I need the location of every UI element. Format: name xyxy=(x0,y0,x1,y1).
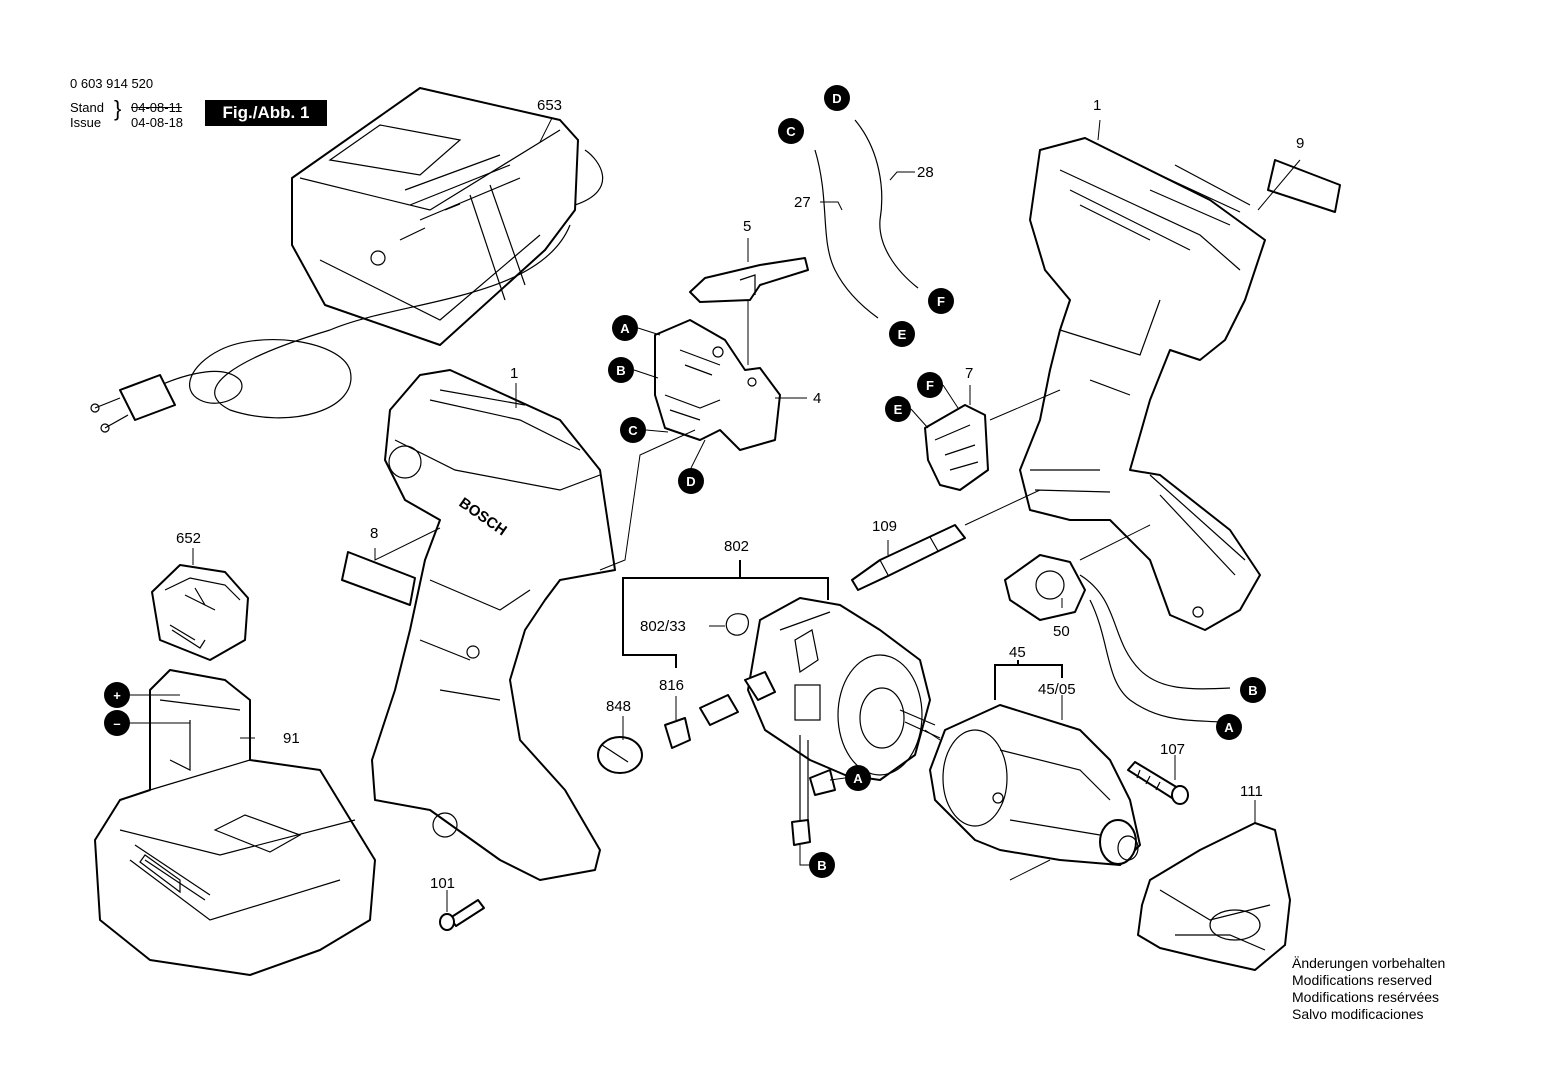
svg-text:E: E xyxy=(894,402,903,417)
part-number: 45/05 xyxy=(1038,681,1076,698)
marker-a-right: A xyxy=(1216,714,1242,740)
part-number: 816 xyxy=(659,677,684,694)
label-9 xyxy=(1267,159,1341,213)
marker-e-top: E xyxy=(889,321,915,347)
part-number: 8 xyxy=(370,525,378,542)
part-number: 4 xyxy=(813,390,821,407)
issue-date: 04-08-18 xyxy=(131,115,184,130)
document-number: 0 603 914 520 xyxy=(70,76,154,91)
modification-notice: Änderungen vorbehalten Modifications res… xyxy=(1292,955,1445,1023)
marker-a-motor: A xyxy=(845,765,871,791)
svg-text:A: A xyxy=(620,321,630,336)
battery-pack-91 xyxy=(94,669,376,976)
svg-text:B: B xyxy=(1248,683,1257,698)
housing-half-right-1 xyxy=(1019,137,1266,631)
marker-d-switch: D xyxy=(678,468,704,494)
notice-line-de: Änderungen vorbehalten xyxy=(1292,955,1446,971)
retaining-ring-802-33 xyxy=(725,613,749,636)
svg-text:B: B xyxy=(616,363,625,378)
part-number: 101 xyxy=(430,875,455,892)
switch-4 xyxy=(654,319,781,451)
svg-text:A: A xyxy=(853,771,863,786)
stand-label: Stand xyxy=(70,100,104,115)
marker-c-top: C xyxy=(778,118,804,144)
motor-802 xyxy=(744,597,941,846)
wire-28 xyxy=(854,119,919,289)
component-50 xyxy=(1004,554,1231,723)
part-number: 50 xyxy=(1053,623,1070,640)
part-number: 28 xyxy=(917,164,934,181)
svg-text:F: F xyxy=(937,294,945,309)
part-number: 802/33 xyxy=(640,618,686,635)
marker-e-connector: E xyxy=(885,396,911,422)
stand-date: 04-08-11 xyxy=(131,100,183,115)
svg-text:E: E xyxy=(898,327,907,342)
part-number-labels: 653 1 9 28 27 5 4 7 1 8 652 109 802 802/… xyxy=(176,97,1304,892)
part-number: 9 xyxy=(1296,135,1304,152)
marker-f-connector: F xyxy=(917,372,943,398)
leader-lines xyxy=(192,117,1301,912)
part-number: 27 xyxy=(794,194,811,211)
svg-text:C: C xyxy=(628,423,638,438)
part-number: 1 xyxy=(510,365,518,382)
marker-d-top: D xyxy=(824,85,850,111)
svg-text:A: A xyxy=(1224,720,1234,735)
switch-slide-5 xyxy=(689,257,809,303)
wire-27 xyxy=(814,149,879,319)
notice-line-es: Salvo modificaciones xyxy=(1292,1006,1424,1022)
cover-111 xyxy=(1137,822,1291,971)
part-number: 91 xyxy=(283,730,300,747)
marker-leaders xyxy=(130,327,959,866)
svg-text:C: C xyxy=(786,124,796,139)
screw-107 xyxy=(1127,761,1189,805)
figure-badge: Fig./Abb. 1 xyxy=(205,100,327,126)
part-number: 848 xyxy=(606,698,631,715)
brace-glyph: } xyxy=(114,96,122,121)
marker-c-switch: C xyxy=(620,417,646,443)
wire-markers: D C F E A B C D F E B A A B + – xyxy=(104,85,1266,878)
part-number: 1 xyxy=(1093,97,1101,114)
part-number: 107 xyxy=(1160,741,1185,758)
marker-plus: + xyxy=(104,682,130,708)
charger-653 xyxy=(90,87,604,433)
svg-text:–: – xyxy=(113,716,120,731)
svg-text:D: D xyxy=(686,474,695,489)
battery-cap-652 xyxy=(151,564,249,661)
part-number: 45 xyxy=(1009,644,1026,661)
svg-text:F: F xyxy=(926,378,934,393)
notice-line-fr: Modifications resérvées xyxy=(1292,989,1440,1005)
part-number: 652 xyxy=(176,530,201,547)
marker-minus: – xyxy=(104,710,130,736)
part-number: 111 xyxy=(1240,783,1263,800)
notice-line-en: Modifications reserved xyxy=(1292,972,1433,988)
housing-half-left-1: BOSCH xyxy=(371,369,616,881)
svg-text:D: D xyxy=(832,91,841,106)
issue-label: Issue xyxy=(70,115,102,130)
part-number: 802 xyxy=(724,538,749,555)
carbon-brush-816 xyxy=(664,694,739,749)
marker-b-motor: B xyxy=(809,852,835,878)
part-number: 5 xyxy=(743,218,751,235)
svg-text:B: B xyxy=(817,858,826,873)
screw-101 xyxy=(439,899,485,931)
marker-b-right: B xyxy=(1240,677,1266,703)
connector-7 xyxy=(924,404,989,491)
part-number: 653 xyxy=(537,97,562,114)
marker-f-top: F xyxy=(928,288,954,314)
bit-109 xyxy=(851,524,966,591)
marker-b-switch: B xyxy=(608,357,634,383)
label-8 xyxy=(341,551,416,606)
svg-text:+: + xyxy=(113,688,121,703)
part-number: 109 xyxy=(872,518,897,535)
brush-cap-848 xyxy=(597,736,643,774)
marker-a-switch: A xyxy=(612,315,638,341)
part-number: 7 xyxy=(965,365,973,382)
bracket-45 xyxy=(994,660,1063,700)
bracket-802 xyxy=(622,560,829,668)
gear-assembly-45 xyxy=(929,704,1141,866)
